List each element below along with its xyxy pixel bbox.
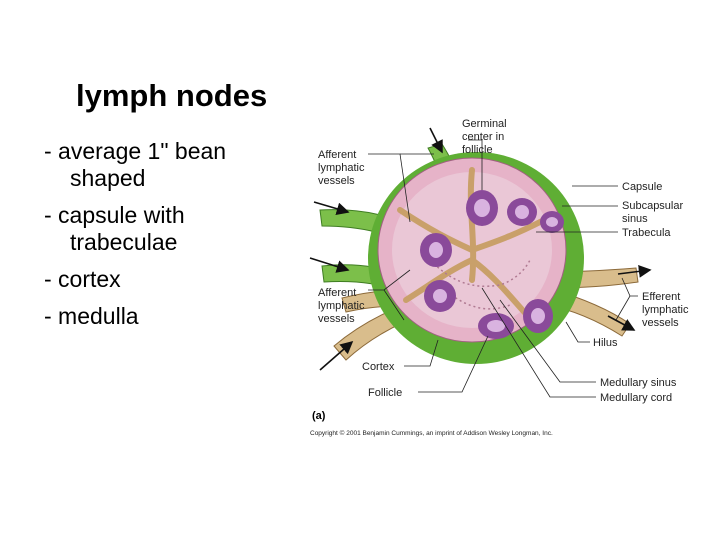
follicle-label: Follicle (368, 387, 402, 399)
follicle-7 (523, 299, 553, 333)
afferent-vessels-label-top: Afferent lymphatic vessels (318, 149, 368, 187)
germinal-center-label: Germinal center in follicle (462, 118, 510, 156)
panel-label: (a) (312, 410, 326, 422)
bullet-text: - cortex (44, 266, 121, 292)
medullary-sinus-label: Medullary sinus (600, 377, 677, 389)
bullet-item: - cortex (44, 266, 226, 293)
medullary-cord-label: Medullary cord (600, 392, 672, 404)
follicle-1 (466, 190, 498, 226)
slide-title: lymph nodes (76, 78, 268, 113)
leader-lines (368, 139, 638, 398)
flow-arrows (309, 127, 652, 371)
subcapsular-sinus-label: Subcapsular sinus (622, 200, 686, 225)
bullet-item: - medulla (44, 303, 226, 330)
bullet-text-continuation: shaped (70, 165, 146, 191)
trabecula-label: Trabecula (622, 227, 671, 239)
hilus-label: Hilus (593, 337, 618, 349)
lymph-node-body (368, 152, 584, 364)
follicle-4 (420, 233, 452, 267)
capsule-label: Capsule (622, 181, 662, 193)
follicle-6 (478, 313, 514, 339)
bullet-text: - medulla (44, 303, 139, 329)
bullet-item: - capsule with trabeculae (44, 202, 226, 256)
lymph-node-diagram: Germinal center in follicle Afferent lym… (309, 118, 692, 437)
bullet-text: - average 1" bean (44, 138, 227, 164)
follicle-2 (507, 198, 537, 226)
follicle-3 (540, 211, 564, 233)
efferent-vessels-label: Efferent lymphatic vessels (642, 291, 692, 329)
bullet-text: - capsule with (44, 202, 185, 228)
follicle-5 (424, 280, 456, 312)
cortex-label: Cortex (362, 361, 395, 373)
afferent-vessels-label-bottom: Afferent lymphatic vessels (318, 287, 368, 325)
copyright-text: Copyright © 2001 Benjamin Cummings, an i… (310, 429, 553, 437)
follicles (420, 190, 564, 339)
bullet-item: - average 1" bean shaped (44, 138, 226, 192)
bullet-text-continuation: trabeculae (70, 229, 178, 255)
bullet-list: - average 1" bean shaped - capsule with … (44, 138, 226, 340)
